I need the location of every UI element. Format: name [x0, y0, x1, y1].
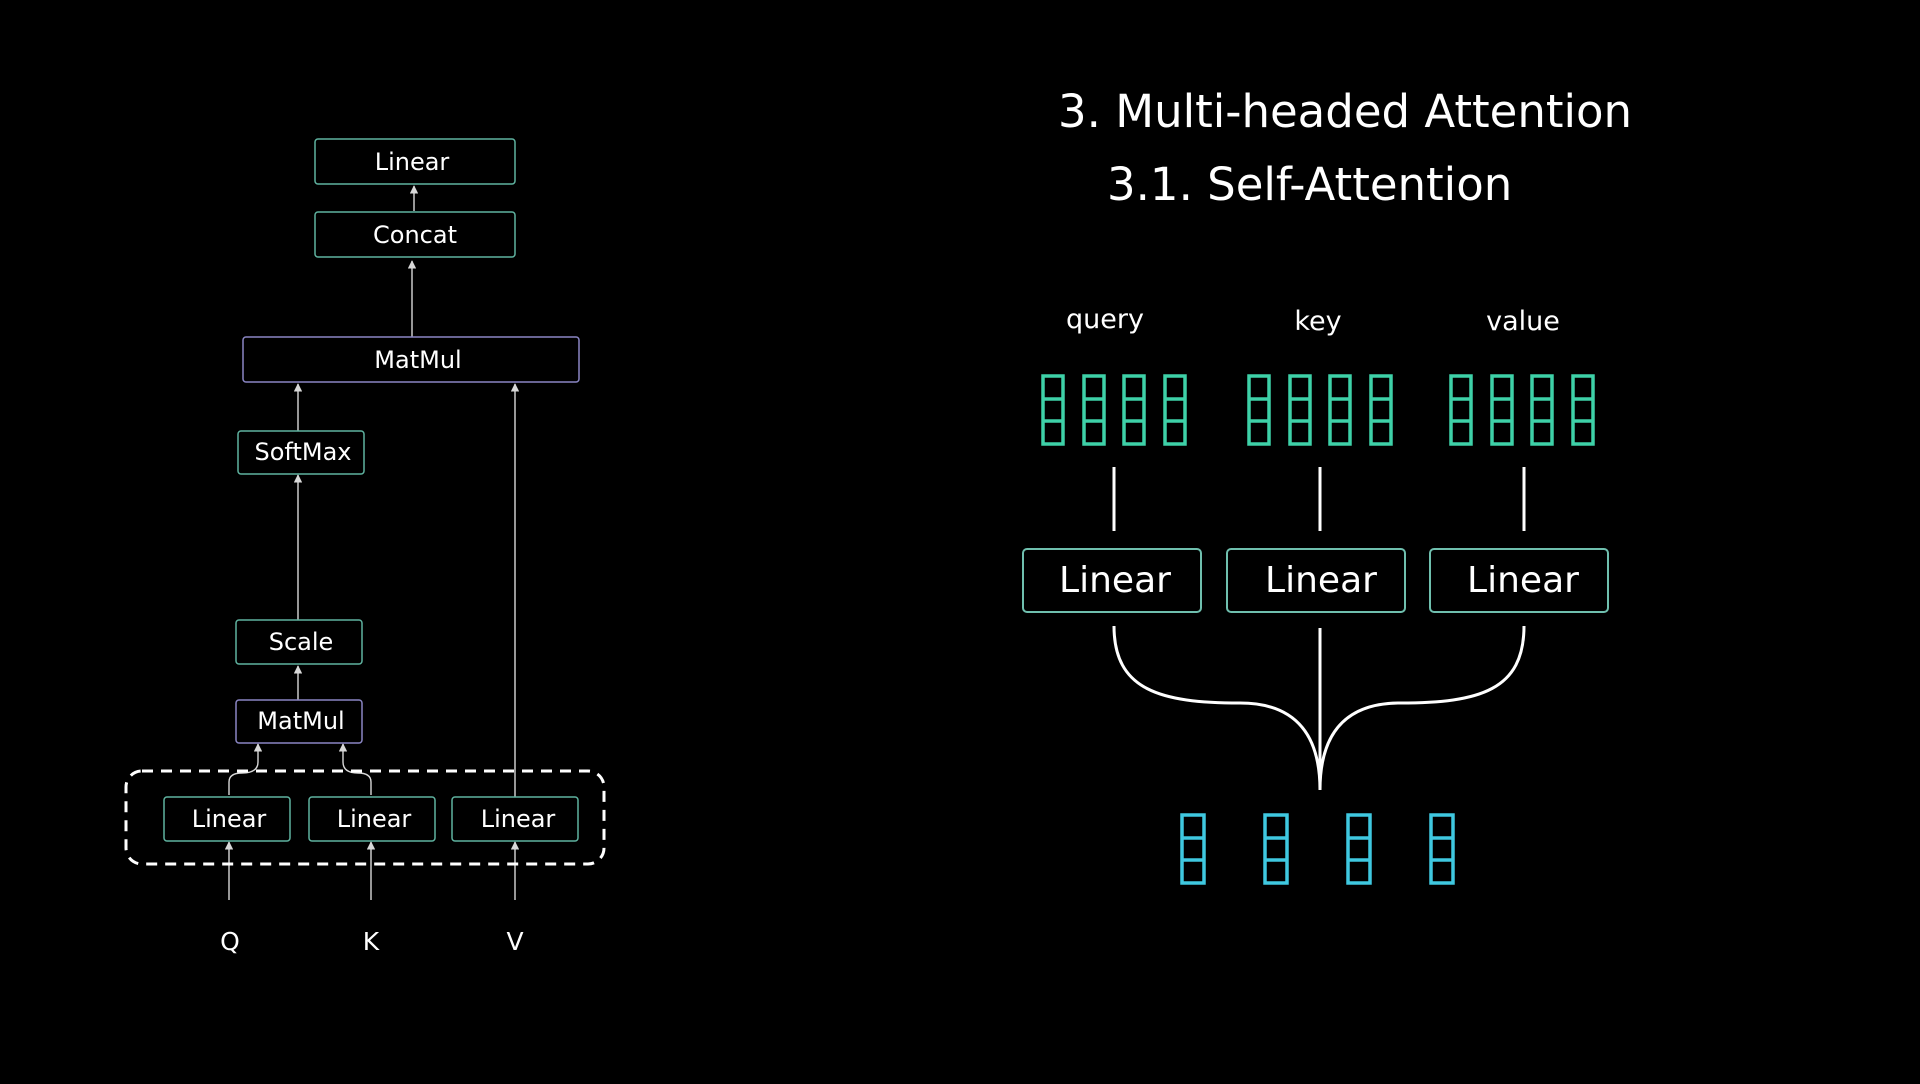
- query-vector-cell: [1082, 374, 1106, 446]
- node-linear-q: Linear: [163, 796, 291, 842]
- node-top-linear-label: Linear: [375, 148, 450, 176]
- right-self-attention-diagram: query key value: [1022, 304, 1609, 885]
- key-vector-cell: [1369, 374, 1393, 446]
- node-softmax: SoftMax: [237, 430, 365, 475]
- node-linear-v-label: Linear: [481, 805, 556, 833]
- node-softmax-label: SoftMax: [255, 438, 352, 466]
- right-linear-key-label: Linear: [1265, 560, 1377, 601]
- label-query: query: [1066, 304, 1144, 335]
- input-q-label: Q: [220, 927, 240, 956]
- node-scale: Scale: [235, 619, 363, 665]
- label-value: value: [1486, 306, 1560, 337]
- right-linear-query-label: Linear: [1059, 560, 1171, 601]
- node-matmul-top: MatMul: [242, 336, 580, 383]
- output-vector-cell: [1429, 813, 1455, 885]
- output-vector-cell: [1180, 813, 1206, 885]
- slide-title: 3. Multi-headed Attention: [1058, 85, 1632, 138]
- node-top-linear: Linear: [314, 138, 516, 185]
- input-k-label: K: [363, 927, 380, 956]
- arrow-lineark-to-matmul: [338, 743, 372, 795]
- output-vector-cell: [1346, 813, 1372, 885]
- node-concat: Concat: [314, 211, 516, 258]
- query-vectors: [1041, 374, 1187, 446]
- label-key: key: [1294, 306, 1341, 337]
- linear-projection-group: [124, 769, 606, 866]
- node-linear-v: Linear: [451, 796, 579, 842]
- node-linear-q-label: Linear: [192, 805, 267, 833]
- key-vector-cell: [1288, 374, 1312, 446]
- merge-curve-right: [1318, 625, 1526, 791]
- key-vector-cell: [1247, 374, 1271, 446]
- node-matmul-top-label: MatMul: [374, 346, 461, 374]
- key-vectors: [1247, 374, 1393, 446]
- value-vector-cell: [1530, 374, 1554, 446]
- right-linear-query: Linear: [1022, 548, 1202, 613]
- slide-heading: 3. Multi-headed Attention 3.1. Self-Atte…: [1058, 85, 1632, 211]
- right-linear-value: Linear: [1429, 548, 1609, 613]
- key-vector-cell: [1328, 374, 1352, 446]
- input-v-label: V: [506, 927, 523, 956]
- merge-curve-left: [1112, 625, 1322, 791]
- node-matmul-bottom: MatMul: [235, 699, 363, 744]
- left-attention-diagram: Linear Concat MatMul SoftMax Scale MatMu…: [124, 138, 606, 956]
- output-vectors: [1180, 813, 1455, 885]
- value-vector-cell: [1571, 374, 1595, 446]
- value-vector-cell: [1490, 374, 1514, 446]
- arrow-linearq-to-matmul: [228, 743, 263, 795]
- node-concat-label: Concat: [373, 221, 457, 249]
- value-vector-cell: [1449, 374, 1473, 446]
- output-vector-cell: [1263, 813, 1289, 885]
- slide-subtitle: 3.1. Self-Attention: [1107, 158, 1512, 211]
- node-scale-label: Scale: [269, 628, 334, 656]
- query-vector-cell: [1163, 374, 1187, 446]
- query-vector-cell: [1041, 374, 1065, 446]
- query-vector-cell: [1122, 374, 1146, 446]
- right-linear-key: Linear: [1226, 548, 1406, 613]
- node-linear-k-label: Linear: [337, 805, 412, 833]
- value-vectors: [1449, 374, 1595, 446]
- right-linear-value-label: Linear: [1467, 560, 1579, 601]
- node-matmul-bottom-label: MatMul: [257, 707, 344, 735]
- node-linear-k: Linear: [308, 796, 436, 842]
